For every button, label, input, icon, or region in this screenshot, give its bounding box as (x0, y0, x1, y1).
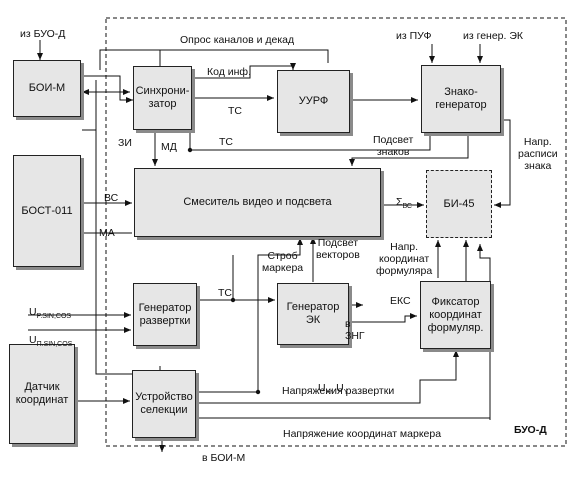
label-u-pi: UП.SIN,COS (29, 334, 73, 349)
bost-011-block: БОСТ-011 (13, 155, 81, 267)
label-opros: Опрос каналов и декад (180, 34, 295, 46)
label-podsvet-vektorov: Подсвет векторов (316, 237, 360, 261)
generator-ek-block: Генератор ЭК (277, 283, 349, 345)
label-sigma-vc: ΣВС (396, 196, 412, 211)
label-podsvet-znakov: Подсвет знаков (373, 134, 414, 158)
label-zi: ЗИ (118, 137, 132, 149)
label-ma: МА (99, 227, 115, 239)
label-iz-buo-d: из БУО-Д (20, 28, 66, 40)
label-tc-1: ТС (228, 105, 242, 117)
label-v-zng: в ЗНГ (345, 318, 365, 342)
uurf-block: УУРФ (277, 70, 350, 133)
label-napr-koordinat-formulyara: Напр. координат формуляра (376, 241, 433, 277)
buo-d-boundary (105, 17, 567, 447)
label-ux-uy: UX, UY (318, 382, 349, 397)
synchronizer-block: Синхрони- затор (133, 66, 192, 130)
datchik-koordinat-block: Датчик координат (9, 344, 75, 444)
label-napr-raspisi: Напр. расписи знака (518, 136, 558, 172)
ustroystvo-selekcii-block: Устройство селекции (132, 370, 196, 438)
label-u-p: UP.SIN,COS (29, 306, 72, 321)
boi-m-block: БОИ-М (13, 60, 81, 117)
label-vc: ВС (104, 192, 119, 204)
label-tc-2: ТС (219, 136, 233, 148)
label-md: МД (161, 141, 177, 153)
label-eks: ЕКС (390, 295, 411, 307)
label-kod-inf: Код инф. (207, 66, 251, 78)
junction-dot (230, 297, 236, 303)
label-iz-puf: из ПУФ (396, 30, 432, 42)
label-tc-3: ТС (218, 287, 232, 299)
label-v-boi-m: в БОИ-М (202, 452, 246, 464)
bi-45-block: БИ-45 (426, 170, 492, 238)
label-strob-markera: Строб маркера (262, 250, 304, 274)
label-napr-razvertki: Напряжения развертки (282, 385, 395, 397)
label-buo-d: БУО-Д (514, 424, 547, 436)
mixer-block: Смеситель видео и подсвета (134, 168, 381, 237)
generator-razvertki-block: Генератор развертки (133, 283, 197, 346)
junction-dot (187, 147, 193, 153)
label-napr-koord-markera: Напряжение координат маркера (283, 428, 442, 440)
znakogenerator-block: Знако- генератор (421, 65, 501, 133)
junction-dot (255, 389, 261, 395)
fiksator-block: Фиксатор координат формуляр. (420, 281, 491, 349)
label-iz-gener-ek: из генер. ЭК (463, 30, 524, 42)
